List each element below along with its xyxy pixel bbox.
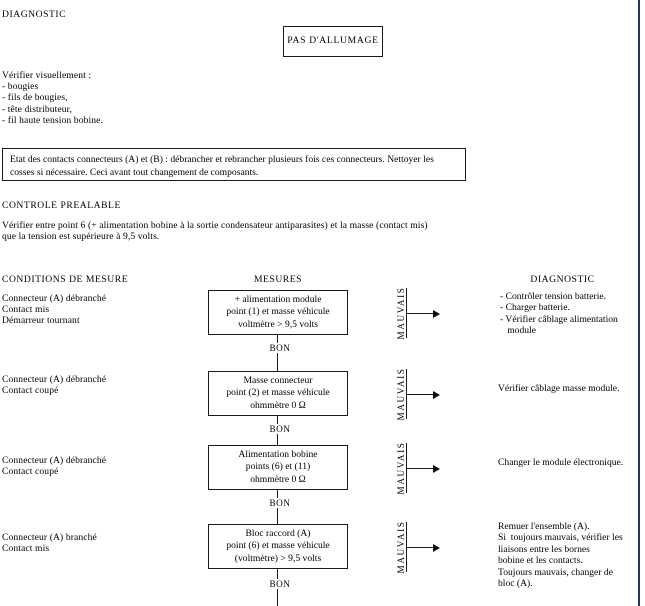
row-1-conditions: Connecteur (A) débranché Contact mis Dém…	[2, 293, 107, 327]
fault-box: PAS D'ALLUMAGE	[283, 26, 383, 57]
row-2-arrow-head	[433, 391, 440, 399]
row-4-good-label: BON	[249, 579, 311, 589]
row-3-bad-label: MAUVAIS	[396, 441, 406, 495]
page-title: DIAGNOSTIC	[2, 9, 67, 20]
row-4-bad-label: MAUVAIS	[396, 520, 406, 574]
row-4-arrow-shaft	[407, 547, 435, 548]
row-4-measure-line-3: (voltmètre) > 9,5 volts	[234, 552, 322, 564]
fault-box-label: PAS D'ALLUMAGE	[287, 35, 379, 47]
row-1-good-label: BON	[249, 343, 311, 353]
row-1-measure-line-1: + alimentation module	[234, 293, 322, 305]
row-3-good-label: BON	[249, 498, 311, 508]
row-3-measure-line-1: Alimentation bobine	[238, 448, 318, 460]
row-1-arrow-shaft	[407, 313, 435, 314]
row-4-bad-rail	[406, 522, 407, 572]
preliminary-text: Vérifier entre point 6 (+ alimentation b…	[2, 220, 428, 243]
row-3-good-connector	[277, 490, 278, 527]
row-2-diagnostic: Vérifier câblage masse module.	[498, 383, 620, 394]
row-3-measure-box: Alimentation bobine points (6) et (11) o…	[208, 445, 348, 490]
row-2-conditions: Connecteur (A) débranché Contact coupé	[2, 374, 107, 397]
row-2-good-connector	[277, 416, 278, 453]
preliminary-title: CONTROLE PREALABLE	[2, 200, 121, 211]
page-edge-rule	[638, 0, 640, 606]
row-2-measure-box: Masse connecteur point (2) et masse véhi…	[208, 371, 348, 416]
row-4-measure-box: Bloc raccord (A) point (6) et masse véhi…	[208, 524, 348, 569]
row-1-measure-line-2: point (1) et masse véhicule	[226, 306, 330, 318]
row-1-arrow-head	[433, 310, 440, 318]
row-3-arrow-shaft	[407, 468, 435, 469]
column-header-diagnostic: DIAGNOSTIC	[530, 274, 595, 285]
row-2-measure-line-2: point (2) et masse véhicule	[226, 387, 330, 399]
row-3-measure-line-2: points (6) et (11)	[245, 461, 311, 473]
row-3-conditions: Connecteur (A) débranché Contact coupé	[2, 455, 107, 478]
row-1-bad-rail	[406, 288, 407, 338]
contacts-note-text: Etat des contacts connecteurs (A) et (B)…	[10, 154, 434, 178]
row-1-diagnostic: - Contrôler tension batterie. - Charger …	[500, 291, 618, 337]
row-2-bad-rail	[406, 369, 407, 419]
row-1-good-connector	[277, 335, 278, 372]
column-header-measures: MESURES	[253, 274, 303, 285]
row-4-measure-line-1: Bloc raccord (A)	[245, 527, 311, 539]
row-2-arrow-shaft	[407, 394, 435, 395]
row-2-measure-line-1: Masse connecteur	[243, 374, 313, 386]
visual-check-text: Vérifier visuellement : - bougies - fils…	[2, 70, 104, 126]
row-4-arrow-head	[433, 544, 440, 552]
row-1-measure-line-3: voltmètre > 9,5 volts	[237, 318, 319, 330]
row-2-measure-line-3: ohmmètre 0 Ω	[250, 399, 306, 411]
row-4-measure-line-2: point (6) et masse véhicule	[226, 540, 330, 552]
row-3-arrow-head	[433, 465, 440, 473]
row-2-good-label: BON	[249, 424, 311, 434]
row-4-conditions: Connecteur (A) branché Contact mis	[2, 532, 97, 555]
column-header-conditions: CONDITIONS DE MESURE	[2, 274, 129, 285]
row-4-diagnostic: Remuer l'ensemble (A). Si toujours mauva…	[498, 521, 623, 590]
row-3-diagnostic: Changer le module électronique.	[498, 457, 624, 468]
row-2-bad-label: MAUVAIS	[396, 367, 406, 421]
row-1-bad-label: MAUVAIS	[396, 286, 406, 340]
row-3-bad-rail	[406, 443, 407, 493]
contacts-note-box: Etat des contacts connecteurs (A) et (B)…	[2, 148, 466, 181]
row-1-measure-box: + alimentation module point (1) et masse…	[208, 290, 348, 335]
row-3-measure-line-3: ohmmètre 0 Ω	[250, 473, 306, 485]
